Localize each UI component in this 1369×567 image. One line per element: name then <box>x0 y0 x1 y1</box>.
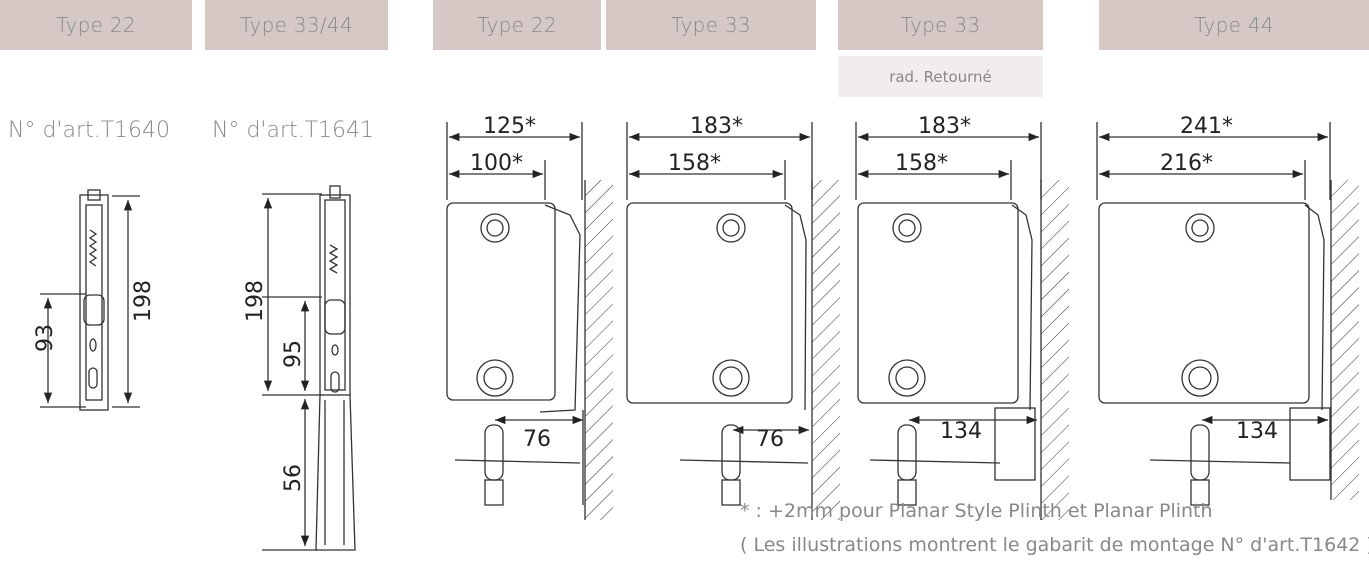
article-t1640: N° d'art.T1640 <box>8 118 171 143</box>
radiator-type-33 <box>626 122 840 520</box>
dim-r3-depth: 134 <box>940 419 982 444</box>
dim-t1641-low: 56 <box>281 464 306 492</box>
tab-type-22-a: Type 22 <box>0 0 192 50</box>
dim-r1-outer: 125* <box>483 114 536 139</box>
dim-r4-depth: 134 <box>1236 419 1278 444</box>
dim-r4-outer: 241* <box>1180 114 1233 139</box>
tab-type-33-b: Type 33 <box>838 0 1043 50</box>
footnote-illustration: ( Les illustrations montrent le gabarit … <box>740 534 1369 556</box>
dim-r1-depth: 76 <box>523 427 551 452</box>
footnote-plinth: * : +2mm pour Planar Style Plinth et Pla… <box>740 500 1213 522</box>
radiator-type-33-retourne <box>855 122 1069 520</box>
tab-type-33-44: Type 33/44 <box>205 0 388 50</box>
bracket-t1641 <box>262 185 356 551</box>
tab-type-22-b: Type 22 <box>433 0 601 50</box>
dim-t1640-lower: 93 <box>33 324 58 352</box>
dim-t1641-height: 198 <box>243 280 268 322</box>
article-t1641: N° d'art.T1641 <box>212 118 375 143</box>
dim-r1-inner: 100* <box>470 151 523 176</box>
dim-r3-outer: 183* <box>918 114 971 139</box>
dim-r3-inner: 158* <box>895 151 948 176</box>
dim-r2-outer: 183* <box>690 114 743 139</box>
tab-type-33-a: Type 33 <box>606 0 816 50</box>
radiator-type-22 <box>446 122 613 520</box>
dim-r2-depth: 76 <box>756 427 784 452</box>
dim-t1640-height: 198 <box>131 280 156 322</box>
dim-t1641-mid: 95 <box>281 340 306 368</box>
tab-type-44: Type 44 <box>1099 0 1369 50</box>
subtab-rad-retourne: rad. Retourné <box>838 56 1043 97</box>
bracket-t1640 <box>40 189 140 411</box>
radiator-type-44 <box>1096 122 1359 506</box>
dim-r2-inner: 158* <box>668 151 721 176</box>
dim-r4-inner: 216* <box>1160 151 1213 176</box>
